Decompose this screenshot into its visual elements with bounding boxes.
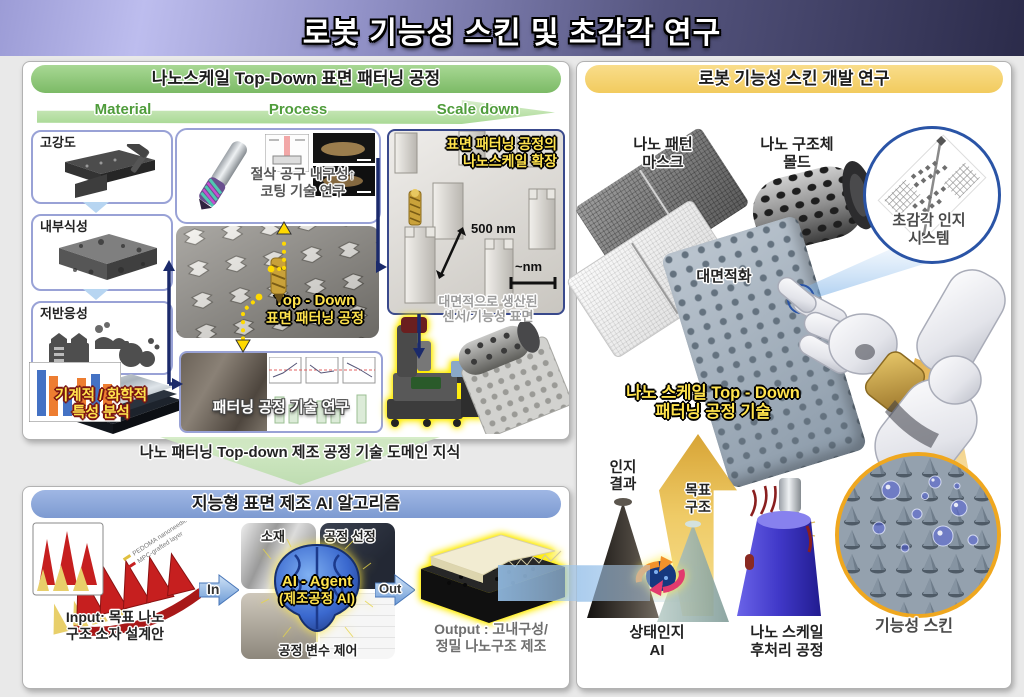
down-arrow-icon — [83, 202, 109, 213]
ai-algorithm-panel: 지능형 표면 제조 AI 알고리즘 PEDOMA nanoneedle — [22, 486, 570, 689]
patterning-tech-label: 나노 스케일 Top - Down 패터닝 공정 기술 — [626, 384, 800, 422]
process-graphs-icon — [269, 357, 376, 424]
material-analysis-label: 기계적 / 화학적 특성 분석 — [54, 388, 148, 422]
sem-image-icon — [313, 133, 375, 196]
post-processing-graphic — [737, 478, 821, 616]
topdown-label: Top - Down 표면 패터닝 공정 — [266, 292, 364, 326]
material-high-strength-label: 고강도 — [40, 135, 76, 150]
nano-pillars-graphic — [394, 131, 557, 306]
process-control-label: 공정 변수 제어 — [278, 643, 358, 658]
target-structure-label: 목표 구조 — [685, 482, 711, 515]
rolled-surface-icon — [459, 322, 569, 434]
out-label: Out — [379, 581, 402, 596]
state-ai-label: 상태인지 AI — [629, 624, 685, 659]
material-box-corrosion: 내부식성 — [31, 214, 173, 291]
post-processing-label: 나노 스케일 후처리 공정 — [750, 624, 824, 659]
produced-surface-label: 대면적으로 생산된 센서/기능성 표면 — [438, 294, 538, 325]
in-arrow-icon — [199, 574, 239, 606]
mask-label: 나노 패턴 마스크 — [633, 136, 693, 171]
recognition-result-label: 인지 결과 — [609, 460, 637, 494]
left-panel-header: 나노스케일 Top-Down 표면 패터닝 공정 — [31, 65, 561, 93]
expansion-label: 표면 패터닝 공정의 나노스케일 확장 — [446, 136, 557, 169]
input-label: Input: 목표 나노 구조 소자 설계안 — [65, 609, 165, 642]
nanoneedle-input-image: PEDOMA nanoneedle MPC-grafted layer — [32, 521, 202, 636]
output-label: Output : 고내구성/ 정밀 나노구조 제조 — [434, 621, 548, 654]
dimension-label: 500 nm — [471, 221, 516, 236]
out-arrow-icon — [375, 574, 415, 606]
coating-research-label: 절삭 공구 내구성↑ 코팅 기술 연구 — [250, 166, 356, 199]
process-select-label: 공정 선정 — [324, 529, 376, 544]
material-low-reactivity-label: 저반응성 — [40, 306, 88, 321]
nanoscale-topdown-panel: 나노스케일 Top-Down 표면 패터닝 공정 Material Proces… — [22, 61, 570, 440]
topdown-patterning-image: Top - Down 표면 패터닝 공정 — [176, 226, 379, 338]
material-quadrant-label: 소재 — [261, 529, 285, 544]
column-material: Material — [94, 101, 152, 118]
functional-skin-label: 기능성 스킨 — [874, 618, 954, 635]
state-recognition-graphic — [587, 498, 729, 622]
patterning-research-label: 패터닝 공정 기술 연구 — [212, 399, 350, 416]
nm-scale-label: ~nm — [515, 259, 543, 274]
robot-panel-header: 로봇 기능성 스킨 개발 연구 — [585, 65, 1003, 93]
property-bar-chart-icon — [29, 362, 121, 422]
skin-cone-texture — [839, 456, 997, 614]
supersense-label: 초감각 인지 시스템 — [892, 212, 966, 247]
poster-title: 로봇 기능성 스킨 및 초감각 연구 — [302, 17, 722, 50]
flow-band-to-right-panel — [498, 565, 650, 601]
material-corrosion-label: 내부식성 — [40, 219, 88, 234]
in-label: In — [207, 581, 220, 597]
factory-icon — [49, 322, 160, 367]
machine-photo — [181, 353, 267, 431]
supersense-circle — [863, 126, 1001, 264]
column-scaledown: Scale down — [436, 101, 520, 118]
metal-block-icon — [59, 234, 157, 280]
large-area-label: 대면적화 — [696, 268, 752, 285]
tool-schematic-icon — [265, 134, 309, 172]
ibeam-hammer-icon — [65, 144, 155, 198]
material-box-high-strength: 고강도 — [31, 130, 173, 204]
end-mill-icon — [198, 141, 247, 210]
sensor-pattern-graphic — [877, 134, 987, 244]
title-bar: 로봇 기능성 스킨 및 초감각 연구 — [0, 0, 1024, 56]
column-process: Process — [268, 101, 328, 118]
patterning-research-box: 패터닝 공정 기술 연구 — [179, 351, 383, 433]
ai-brain-icon — [261, 539, 373, 642]
domain-knowledge-label: 나노 패터닝 Top-down 제조 공정 기술 도메인 지식 — [139, 444, 461, 461]
ai-agent-label: AI - Agent (제조공정 AI) — [279, 573, 355, 606]
mold-label: 나노 구조체 몰드 — [760, 136, 834, 171]
down-arrow-icon — [83, 289, 109, 300]
coating-research-box: 절삭 공구 내구성↑ 코팅 기술 연구 — [175, 128, 381, 224]
functional-skin-circle — [835, 452, 1001, 618]
ai-panel-header: 지능형 표면 제조 AI 알고리즘 — [31, 490, 561, 518]
nanoscale-expansion-box: 표면 패터닝 공정의 나노스케일 확장 500 nm ~nm — [387, 129, 565, 315]
